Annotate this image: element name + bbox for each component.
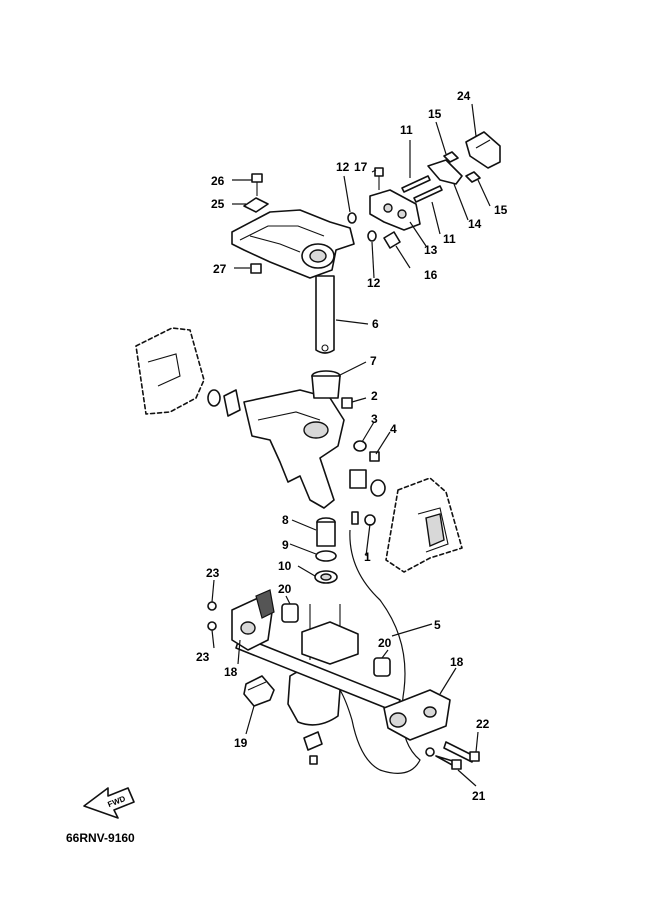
callout-9: 9 — [282, 538, 289, 552]
bushing-7 — [311, 370, 341, 399]
washer-12-upper — [347, 212, 357, 224]
callout-18-right: 18 — [450, 655, 464, 669]
bottom-fitting — [303, 731, 323, 765]
washer-12-lower — [367, 230, 377, 242]
friction-bracket-13 — [369, 189, 421, 231]
nut-27 — [250, 263, 262, 274]
callout-14: 14 — [468, 217, 482, 231]
swivel-bracket-assembly — [135, 327, 463, 573]
screw-23-lower — [207, 621, 217, 631]
callout-26: 26 — [211, 174, 225, 188]
callout-7: 7 — [370, 354, 377, 368]
callout-11-lower: 11 — [443, 232, 456, 246]
rubber-20-left — [281, 603, 299, 623]
callout-5: 5 — [434, 618, 441, 632]
callout-numbers: 26 25 27 12 17 11 15 24 15 14 11 13 16 1… — [196, 89, 508, 803]
mid-housing — [301, 621, 359, 665]
callout-20-right: 20 — [378, 636, 392, 650]
clamp-18-right — [383, 689, 451, 741]
callout-23-upper: 23 — [206, 566, 220, 580]
gasket-left — [135, 327, 205, 415]
steering-bracket-assembly — [231, 131, 501, 354]
drawing-code: 66RNV-9160 — [66, 831, 135, 845]
callout-1: 1 — [364, 550, 371, 564]
stud-11-upper — [401, 175, 431, 193]
callout-25: 25 — [211, 197, 225, 211]
callout-12-lower: 12 — [367, 276, 381, 290]
leader-lines — [211, 103, 491, 787]
callout-22: 22 — [476, 717, 490, 731]
pad-19 — [243, 675, 275, 707]
callout-24: 24 — [457, 89, 471, 103]
bolt-26 — [251, 173, 263, 196]
o-ring-9 — [315, 550, 337, 562]
rubber-20-right — [373, 657, 391, 677]
callout-10: 10 — [278, 559, 292, 573]
seal-10 — [314, 570, 338, 584]
plate-25 — [243, 197, 269, 213]
bushing-8 — [316, 517, 336, 547]
fwd-arrow-icon: FWD — [83, 787, 135, 819]
callout-16: 16 — [424, 268, 438, 282]
block-24 — [465, 131, 501, 169]
nut-15-lower — [465, 171, 481, 183]
cable-5 — [339, 529, 421, 774]
fitting-16 — [383, 231, 401, 249]
screw-23-upper — [207, 601, 217, 611]
plate-14 — [427, 159, 463, 185]
callout-17: 17 — [354, 160, 368, 174]
bolt-22 — [443, 741, 480, 763]
callout-23-lower: 23 — [196, 650, 210, 664]
callout-11-upper: 11 — [400, 123, 413, 137]
bushing-stack — [314, 517, 338, 584]
callout-6: 6 — [372, 317, 379, 331]
bolt-21 — [425, 747, 462, 770]
grease-nipple-3 — [353, 440, 367, 452]
callout-8: 8 — [282, 513, 289, 527]
callout-19: 19 — [234, 736, 248, 750]
callout-13: 13 — [424, 243, 438, 257]
callout-2: 2 — [371, 389, 378, 403]
gasket-right — [385, 477, 463, 573]
callout-18-left: 18 — [224, 665, 238, 679]
swivel-bracket-body — [243, 389, 345, 509]
plate-2 — [341, 397, 353, 409]
bolt-17 — [374, 167, 384, 190]
callout-27: 27 — [213, 262, 227, 276]
callout-4: 4 — [390, 422, 397, 436]
bolt-4 — [369, 451, 380, 462]
clip-1 — [351, 511, 376, 526]
callout-20-left: 20 — [278, 582, 292, 596]
callout-12-upper: 12 — [336, 160, 350, 174]
callout-15-lower: 15 — [494, 203, 508, 217]
callout-3: 3 — [371, 412, 378, 426]
stud-11-lower — [413, 185, 443, 203]
steering-column-6 — [315, 275, 335, 354]
callout-15-upper: 15 — [428, 107, 442, 121]
callout-21: 21 — [472, 789, 486, 803]
nut-15-upper — [443, 151, 459, 163]
clamp-assembly — [207, 589, 480, 770]
clamp-knob-left — [255, 589, 275, 619]
